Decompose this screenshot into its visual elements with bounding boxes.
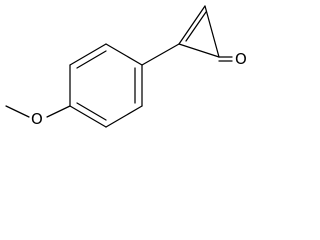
ring-double-bond-c xyxy=(76,102,107,121)
cyclopropene-bond-right xyxy=(204,5,220,58)
cyclopropene-double-bond-inner xyxy=(185,11,207,42)
ring-bond-5 xyxy=(105,105,143,128)
aryl-ring-link-bond xyxy=(141,43,180,66)
ether-bond-aryl xyxy=(46,105,71,118)
carbonyl-oxygen-label: O xyxy=(235,50,247,68)
ring-bond-2 xyxy=(69,43,107,66)
structure-svg: O O xyxy=(5,5,247,128)
molecule-diagram: O O xyxy=(0,0,260,128)
ether-oxygen-label: O xyxy=(31,110,43,128)
ring-bond-3 xyxy=(105,43,143,66)
ring-bond-6 xyxy=(69,105,107,128)
ring-double-bond-a xyxy=(76,50,107,69)
cyclopropene-bond-left xyxy=(178,5,206,45)
cyclopropene-bond-bottom xyxy=(178,43,220,58)
methyl-bond xyxy=(5,105,30,118)
